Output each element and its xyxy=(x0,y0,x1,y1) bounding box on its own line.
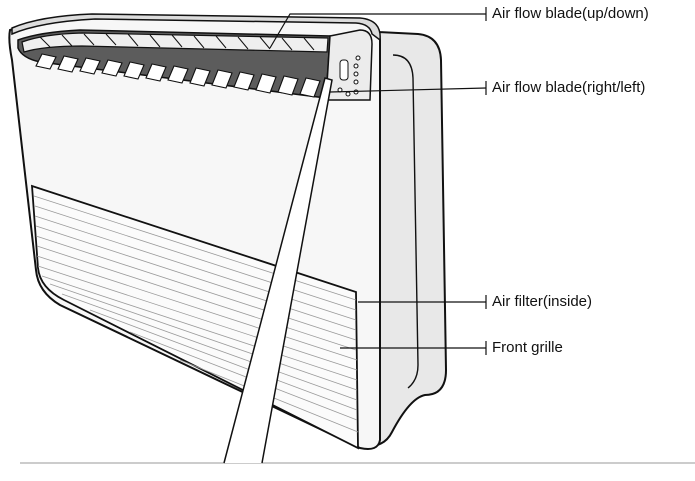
grille-slats xyxy=(33,195,359,433)
label-front-grille: Front grille xyxy=(492,339,563,356)
display-window xyxy=(339,59,349,81)
rightleft-blades xyxy=(35,53,321,98)
label-air-flow-blade-right-left: Air flow blade(right/left) xyxy=(492,79,646,96)
control-panel xyxy=(325,29,373,101)
updown-blade-strip xyxy=(21,32,329,53)
view-cone xyxy=(223,77,333,464)
label-air-filter-inside: Air filter(inside) xyxy=(492,293,593,310)
side-panel-groove xyxy=(392,54,419,389)
unit-top-rim xyxy=(11,13,381,42)
leader-lines xyxy=(269,7,487,355)
label-air-flow-blade-up-down: Air flow blade(up/down) xyxy=(492,5,649,22)
updown-blade-marks xyxy=(39,33,315,51)
